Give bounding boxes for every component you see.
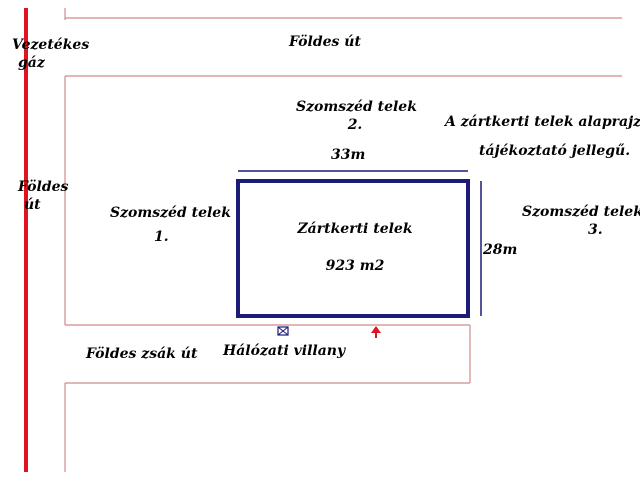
height-dimension-label: 28m: [483, 242, 518, 258]
neighbor-2-label-line1: Szomszéd telek: [296, 99, 417, 115]
main-plot-border: [236, 179, 470, 318]
main-plot-title: Zártkerti telek: [297, 221, 413, 237]
neighbor-1-label-line2: 1.: [154, 229, 169, 245]
arrow-up-icon: [371, 326, 381, 338]
electric-box-icon: [277, 326, 289, 336]
electricity-label: Hálózati villany: [223, 343, 346, 359]
neighbor-1-label-line1: Szomszéd telek: [110, 205, 231, 221]
neighbor-3-label-line1: Szomszéd telek: [522, 204, 640, 220]
neighbor-1-label: Szomszéd telek 1.: [110, 204, 231, 246]
main-plot-area: 923 m2: [325, 258, 385, 274]
note-line2: tájékoztató jellegű.: [479, 143, 631, 159]
gas-line-label-line1: Vezetékes: [12, 37, 90, 53]
neighbor-3-label-line2: 3.: [588, 222, 603, 238]
dead-end-road-label: Földes zsák út: [86, 346, 198, 362]
neighbor-2-label-line2: 2.: [347, 117, 363, 133]
top-road-label: Földes út: [289, 34, 361, 50]
note-line1: A zártkerti telek alaprajza: [445, 114, 640, 130]
left-road-label: Földes út: [18, 178, 68, 214]
left-road-label-line1: Földes: [18, 179, 69, 195]
neighbor-3-label: Szomszéd telek 3.: [522, 203, 640, 239]
neighbor-2-label: Szomszéd telek 2.: [296, 98, 417, 134]
left-road-label-line2: út: [24, 197, 41, 213]
gas-line-label: Vezetékes gáz: [12, 36, 89, 72]
gas-line-label-line2: gáz: [18, 55, 45, 71]
road-lines: [64, 8, 622, 472]
width-dimension-label: 33m: [331, 147, 366, 163]
